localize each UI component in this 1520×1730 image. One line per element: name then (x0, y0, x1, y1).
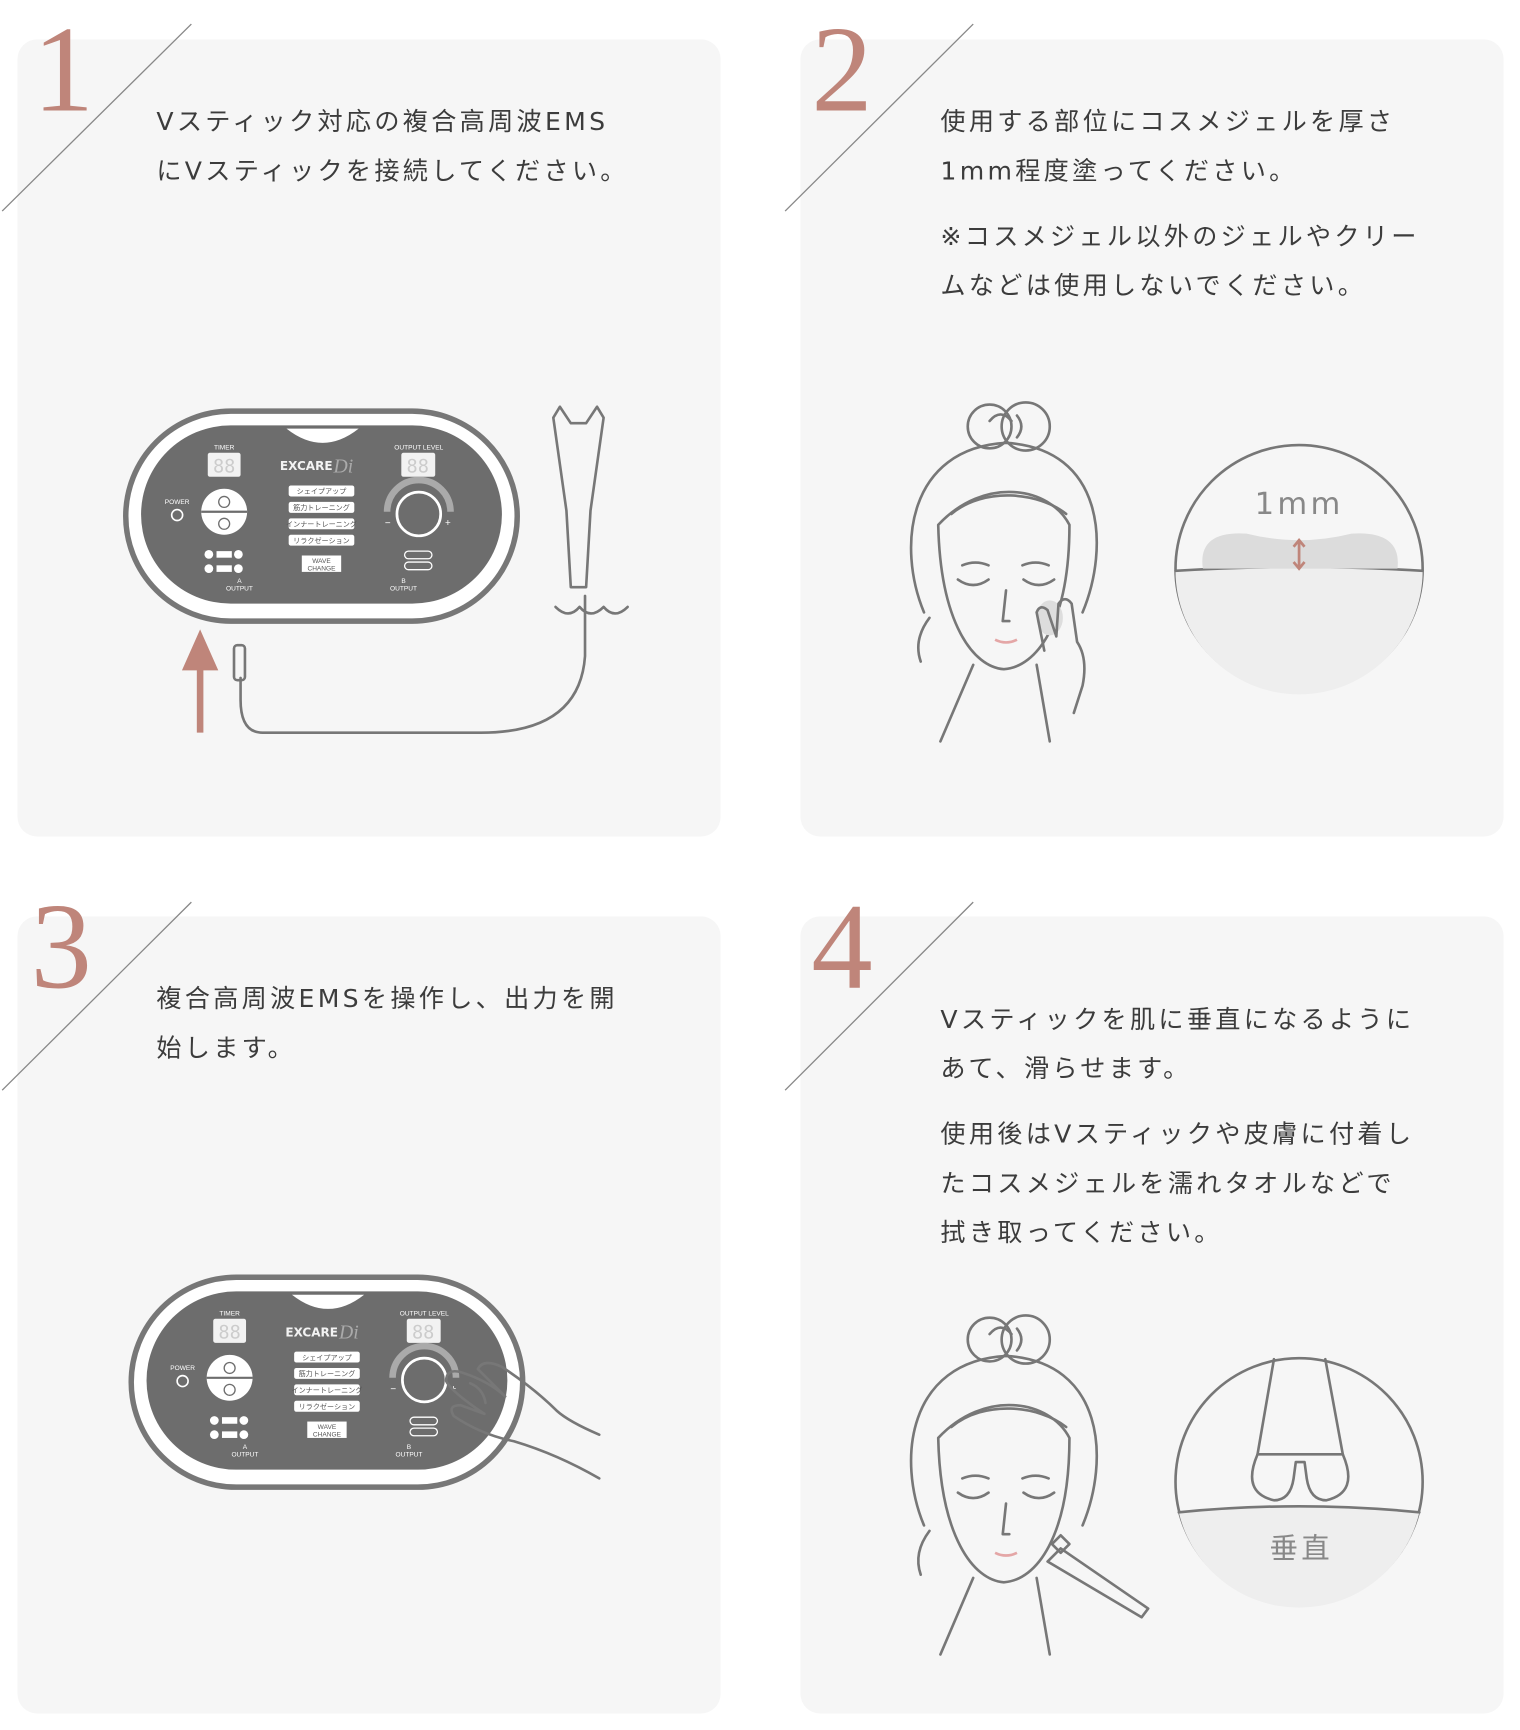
output-a-letter: A (237, 578, 242, 585)
output-display: 88 (407, 456, 429, 477)
ems-device (131, 1277, 522, 1487)
step-4-paragraph-1: Vスティックを肌に垂直になるようにあて、滑らせます。 (940, 1006, 1415, 1084)
v-stick (1046, 1547, 1150, 1619)
power-label: POWER (165, 499, 190, 506)
step-1-line-2: にVスティックを接続してください。 (156, 157, 629, 186)
ems-device: TIMER 88 OUTPUT LEVEL 88 EXCARE Di POWER… (123, 408, 520, 624)
minus-icon (218, 517, 231, 530)
output-knob (395, 490, 443, 538)
step-1-line-1: Vスティック対応の複合高周波EMS (156, 108, 609, 137)
step-2-paragraph-1: 使用する部位にコスメジェルを厚さ1mm程度塗ってください。 (940, 108, 1396, 186)
plug (232, 643, 247, 682)
step-number-3: 3 (30, 879, 92, 1015)
step-divider-lines (1, 23, 974, 1091)
step-card-4 (800, 916, 1504, 1714)
timer-label: TIMER (214, 444, 235, 451)
timer-display: 88 (213, 456, 235, 477)
arrow-up-icon (181, 629, 219, 733)
svg-text:−: − (385, 518, 391, 529)
mode-relaxation: リラクゼーション (293, 536, 350, 545)
step-1-text: Vスティック対応の複合高周波EMS にVスティックを接続してください。 (156, 98, 637, 196)
mode-shape-up: シェイプアップ (297, 487, 347, 496)
output-b-letter: B (401, 578, 406, 585)
hand (1035, 597, 1086, 715)
output-level-label: OUTPUT LEVEL (394, 444, 443, 451)
output-b-label: OUTPUT (390, 585, 417, 592)
change-label: CHANGE (307, 565, 336, 572)
v-stick (551, 405, 605, 589)
cord (239, 594, 587, 734)
brand-text: EXCARE (280, 459, 333, 473)
step-4-paragraph-2: 使用後はVスティックや皮膚に付着したコスメジェルを濡れタオルなどで拭き取ってくだ… (940, 1120, 1415, 1248)
step-number-2: 2 (811, 2, 873, 138)
face-illustration (909, 1314, 1099, 1656)
wave-label: WAVE (312, 558, 331, 565)
step-2-paragraph-2: ※コスメジェル以外のジェルやクリームなどは使用しないでください。 (940, 223, 1420, 301)
face-illustration (909, 401, 1099, 743)
step-card-2 (800, 39, 1504, 837)
mode-inner-training: インナートレーニング (286, 520, 357, 529)
step-number-1: 1 (32, 2, 95, 138)
step-3-text: 複合高周波EMSを操作し、出力を開始します。 (156, 975, 637, 1090)
step-2-text: 使用する部位にコスメジェルを厚さ1mm程度塗ってください。 ※コスメジェル以外の… (940, 98, 1421, 328)
mode-muscle-training: 筋力トレーニング (293, 503, 350, 512)
step-3-paragraph-1: 複合高周波EMSを操作し、出力を開始します。 (156, 985, 618, 1063)
step-2-illustration: 1mm (909, 401, 1424, 743)
step-4-illustration: 垂直 (909, 1314, 1424, 1656)
double-arrow-icon (1292, 538, 1306, 571)
vertical-label: 垂直 (1270, 1532, 1333, 1565)
svg-text:+: + (445, 518, 451, 529)
power-icon (170, 508, 184, 522)
step-number-4: 4 (811, 879, 873, 1015)
step-1-illustration: TIMER 88 OUTPUT LEVEL 88 EXCARE Di POWER… (123, 405, 629, 734)
step-4-text: Vスティックを肌に垂直になるようにあて、滑らせます。 使用後はVスティックや皮膚… (940, 996, 1421, 1275)
brand-mark: Di (333, 455, 354, 477)
output-a-label: OUTPUT (226, 585, 253, 592)
step-3-illustration (131, 1277, 601, 1487)
thickness-label: 1mm (1255, 487, 1344, 522)
plus-icon (218, 495, 231, 509)
hand (444, 1361, 601, 1480)
